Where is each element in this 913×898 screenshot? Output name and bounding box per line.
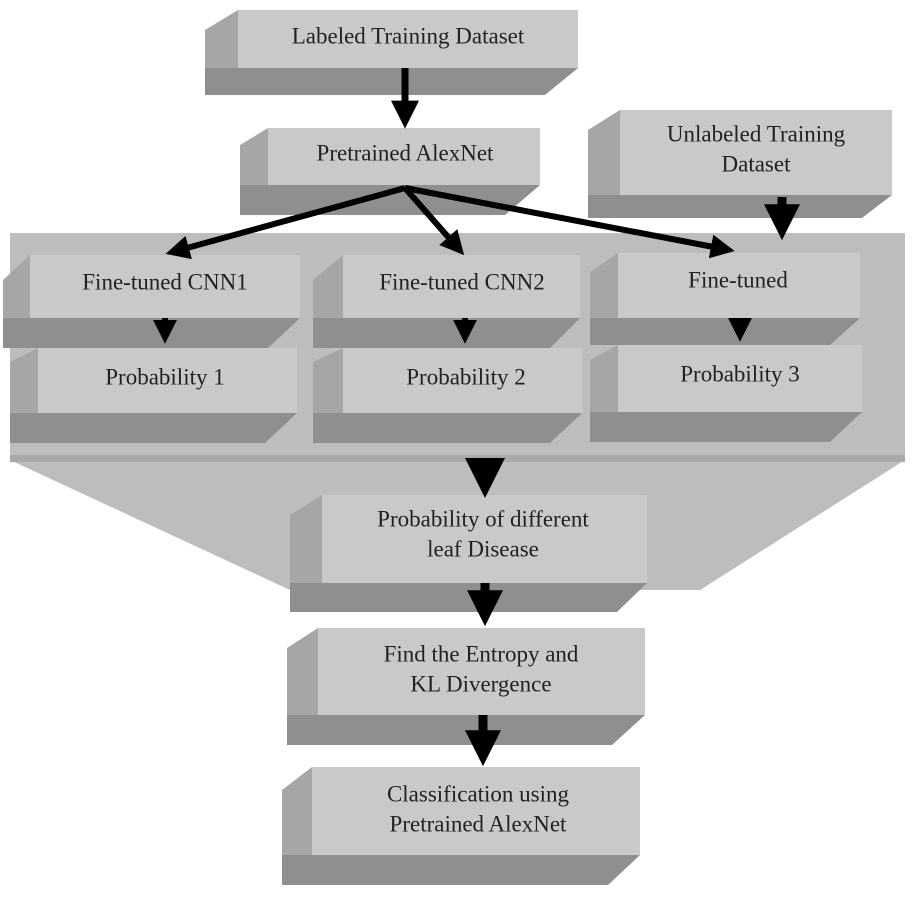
node-probability-disease: Probability of different leaf Disease [290,495,647,612]
arrow-alexnet-to-cnn1 [165,185,406,260]
node-label-line-2: Pretrained AlexNet [390,811,568,836]
node-label-line-1: Unlabeled Training [667,121,846,146]
edges [153,68,800,767]
node-labeled-dataset: Labeled Training Dataset [205,10,578,95]
node-label: Fine-tuned CNN1 [82,269,247,294]
node-label: Fine-tuned CNN2 [379,269,544,294]
node-label-line-2: KL Divergence [410,671,551,696]
node-unlabeled-dataset: Unlabeled Training Dataset [588,110,892,218]
node-fine-tuned-3: Fine-tuned [590,253,860,345]
node-label: Fine-tuned [688,267,788,292]
node-label: Probability 1 [105,364,224,389]
node-probability-3: Probability 3 [590,345,862,442]
arrow-alexnet-to-cnn2 [402,186,465,256]
node-label: Labeled Training Dataset [292,23,525,48]
node-label: Probability 3 [680,361,799,386]
node-entropy-kl: Find the Entropy and KL Divergence [287,628,645,745]
node-label-line-2: leaf Disease [427,536,539,561]
node-label: Probability 2 [406,364,525,389]
node-probability-2: Probability 2 [313,348,582,443]
node-classification: Classification using Pretrained AlexNet [282,767,640,885]
arrow-alexnet-to-fine-tuned-3 [404,185,735,259]
node-probability-1: Probability 1 [10,348,297,443]
ensemble-panel-bottom [10,455,905,462]
node-fine-tuned-cnn1: Fine-tuned CNN1 [3,255,300,348]
node-fine-tuned-cnn2: Fine-tuned CNN2 [313,255,580,348]
node-label-line-1: Find the Entropy and [384,641,579,666]
node-label: Pretrained AlexNet [317,140,495,165]
node-label-line-1: Classification using [387,781,570,806]
node-label-line-1: Probability of different [377,506,589,531]
node-label-line-2: Dataset [722,151,792,176]
node-pretrained-alexnet: Pretrained AlexNet [240,128,540,215]
